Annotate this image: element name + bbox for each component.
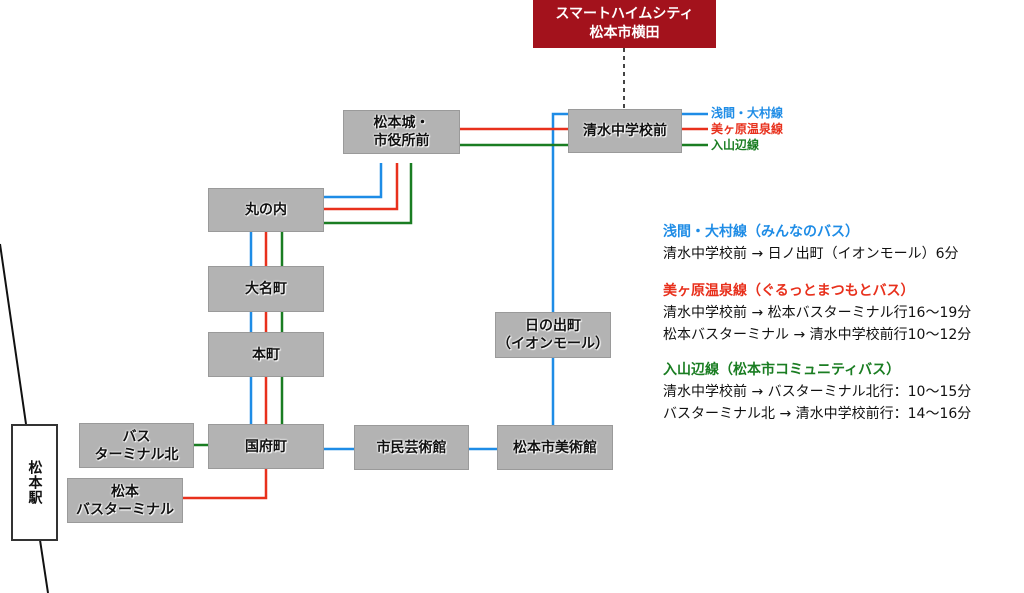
stop-bus-terminal-kita[interactable]: バス ターミナル北 (79, 423, 194, 468)
stop-label: 清水中学校前 (583, 123, 667, 139)
route-info-line: 清水中学校前 → 日ノ出町（イオンモール）6分 (663, 246, 959, 262)
stop-matsumotojo-shiyakusho[interactable]: 松本城・ 市役所前 (343, 110, 460, 154)
route-info-line: 清水中学校前 → 松本バスターミナル行16〜19分 (663, 305, 972, 321)
stop-label: 丸の内 (245, 202, 287, 218)
route-info-heading: 入山辺線（松本市コミュニティバス） (663, 362, 901, 378)
legend-utsukushigahara: 美ヶ原温泉線 (711, 122, 784, 136)
stop-label: 市民芸術館 (376, 439, 447, 456)
station-label: 松本駅 (26, 460, 43, 505)
railway-line-lower (39, 539, 49, 593)
route-info-line: 松本バスターミナル → 清水中学校前行10〜12分 (663, 327, 972, 343)
route-info-heading: 浅間・大村線（みんなのバス） (663, 224, 859, 240)
stop-label-line2: （イオンモール） (497, 336, 609, 352)
stop-label: 大名町 (245, 281, 287, 297)
stop-marunouchi[interactable]: 丸の内 (208, 188, 324, 232)
stop-label-line1: 日の出町 (525, 318, 581, 334)
route-info-line: 清水中学校前 → バスターミナル北行：10〜15分 (663, 384, 972, 400)
stop-shimizu-chugakko[interactable]: 清水中学校前 (568, 109, 682, 153)
blue-segment-shimizu-loop (551, 112, 568, 312)
red-segment-matsumotojo-marunouchi (324, 163, 399, 211)
destination-area: 松本市横田 (589, 25, 660, 41)
stop-matsumoto-bus-terminal[interactable]: 松本 バスターミナル (67, 478, 183, 523)
destination-name: スマートハイムシティ (555, 6, 694, 22)
stop-label-line1: 松本城・ (373, 115, 430, 131)
legend-iriyamabe: 入山辺線 (711, 138, 760, 152)
green-segment-matsumotojo-marunouchi (324, 163, 413, 225)
stop-matsumoto-bijutsukan[interactable]: 松本市美術館 (497, 425, 613, 470)
route-utsukushigahara (183, 127, 708, 500)
matsumoto-station[interactable]: 松本駅 (11, 424, 58, 541)
stop-label: 松本市美術館 (513, 439, 597, 456)
blue-segment-matsumotojo-marunouchi (324, 163, 383, 199)
stop-shimin-geijutsukan[interactable]: 市民芸術館 (354, 425, 469, 470)
stop-daimyocho[interactable]: 大名町 (208, 266, 324, 312)
stop-label-line1: 松本 (111, 483, 139, 500)
stop-hinodecho[interactable]: 日の出町 （イオンモール） (495, 312, 611, 358)
route-info-heading: 美ヶ原温泉線（ぐるっとまつもとバス） (663, 283, 915, 299)
stop-label: 国府町 (245, 438, 287, 455)
stop-label-line2: バスターミナル (76, 501, 174, 518)
route-info-asama-omura: 浅間・大村線（みんなのバス） 清水中学校前 → 日ノ出町（イオンモール）6分 (663, 221, 959, 265)
route-info-iriyamabe: 入山辺線（松本市コミュニティバス） 清水中学校前 → バスターミナル北行：10〜… (663, 359, 971, 425)
stop-kokufucho[interactable]: 国府町 (208, 424, 324, 469)
destination-box: スマートハイムシティ 松本市横田 (533, 0, 716, 48)
stop-label-line2: ターミナル北 (94, 446, 179, 463)
railway-line-upper (0, 243, 27, 425)
route-iriyamabe (194, 143, 708, 447)
stop-label-line1: バス (122, 428, 151, 445)
stop-label: 本町 (252, 346, 280, 363)
stop-honmachi[interactable]: 本町 (208, 332, 324, 377)
route-info-line: バスターミナル北 → 清水中学校前行：14〜16分 (663, 406, 972, 422)
stop-label-line2: 市役所前 (373, 133, 430, 149)
legend-asama-omura: 浅間・大村線 (711, 106, 784, 120)
red-segment-kokufu-bt (183, 469, 268, 500)
route-info-utsukushigahara: 美ヶ原温泉線（ぐるっとまつもとバス） 清水中学校前 → 松本バスターミナル行16… (663, 280, 971, 346)
